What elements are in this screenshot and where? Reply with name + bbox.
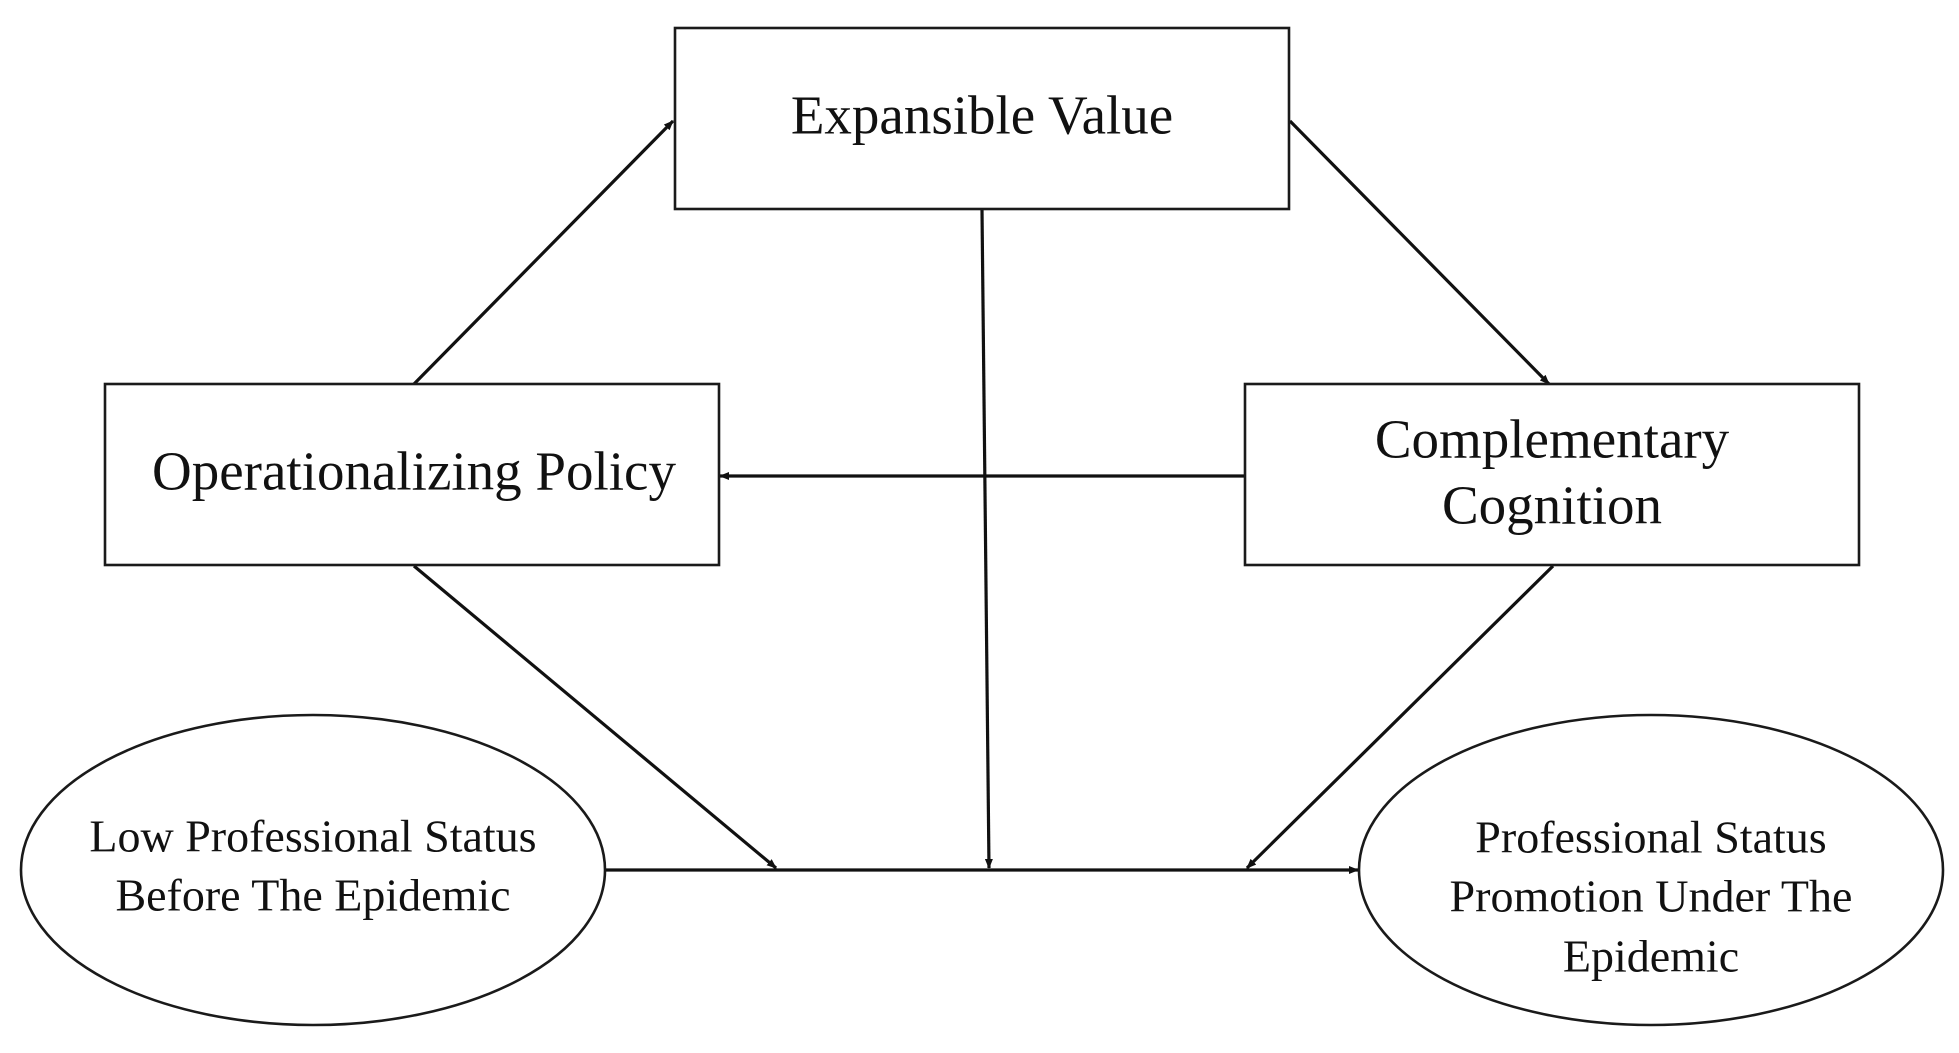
node-complementary-cognition: Complementary Cognition — [1243, 382, 1861, 567]
edge-cognition-to-main-path — [1245, 564, 1555, 870]
edge-policy-to-value — [412, 119, 675, 386]
low-professional-status-label-line2: Before The Epidemic — [115, 870, 510, 921]
edge-value-to-cognition — [1288, 119, 1551, 386]
node-operationalizing-policy: Operationalizing Policy — [103, 382, 721, 567]
node-expansible-value: Expansible Value — [673, 26, 1291, 211]
node-professional-status-promotion: Professional Status Promotion Under The … — [1357, 713, 1945, 1027]
complementary-cognition-box — [1243, 382, 1861, 567]
complementary-cognition-label-line1: Complementary — [1375, 409, 1730, 470]
node-low-professional-status: Low Professional Status Before The Epide… — [19, 713, 607, 1027]
professional-status-promotion-label-line2: Promotion Under The — [1450, 871, 1853, 922]
expansible-value-label: Expansible Value — [791, 85, 1173, 146]
edge-policy-to-main-path — [412, 564, 778, 870]
professional-status-promotion-label-line1: Professional Status — [1475, 812, 1826, 863]
expansible-value-box — [673, 26, 1291, 211]
professional-status-promotion-label-line3: Epidemic — [1563, 931, 1739, 982]
operationalizing-policy-box — [103, 382, 721, 567]
operationalizing-policy-label: Operationalizing Policy — [152, 441, 676, 502]
low-professional-status-label-line1: Low Professional Status — [89, 811, 536, 862]
complementary-cognition-label-line2: Cognition — [1442, 475, 1662, 536]
edges-group — [412, 119, 1555, 874]
edge-value-to-main-path — [980, 209, 993, 869]
professional-status-promotion-ellipse — [1357, 713, 1945, 1027]
low-professional-status-ellipse — [19, 713, 607, 1027]
